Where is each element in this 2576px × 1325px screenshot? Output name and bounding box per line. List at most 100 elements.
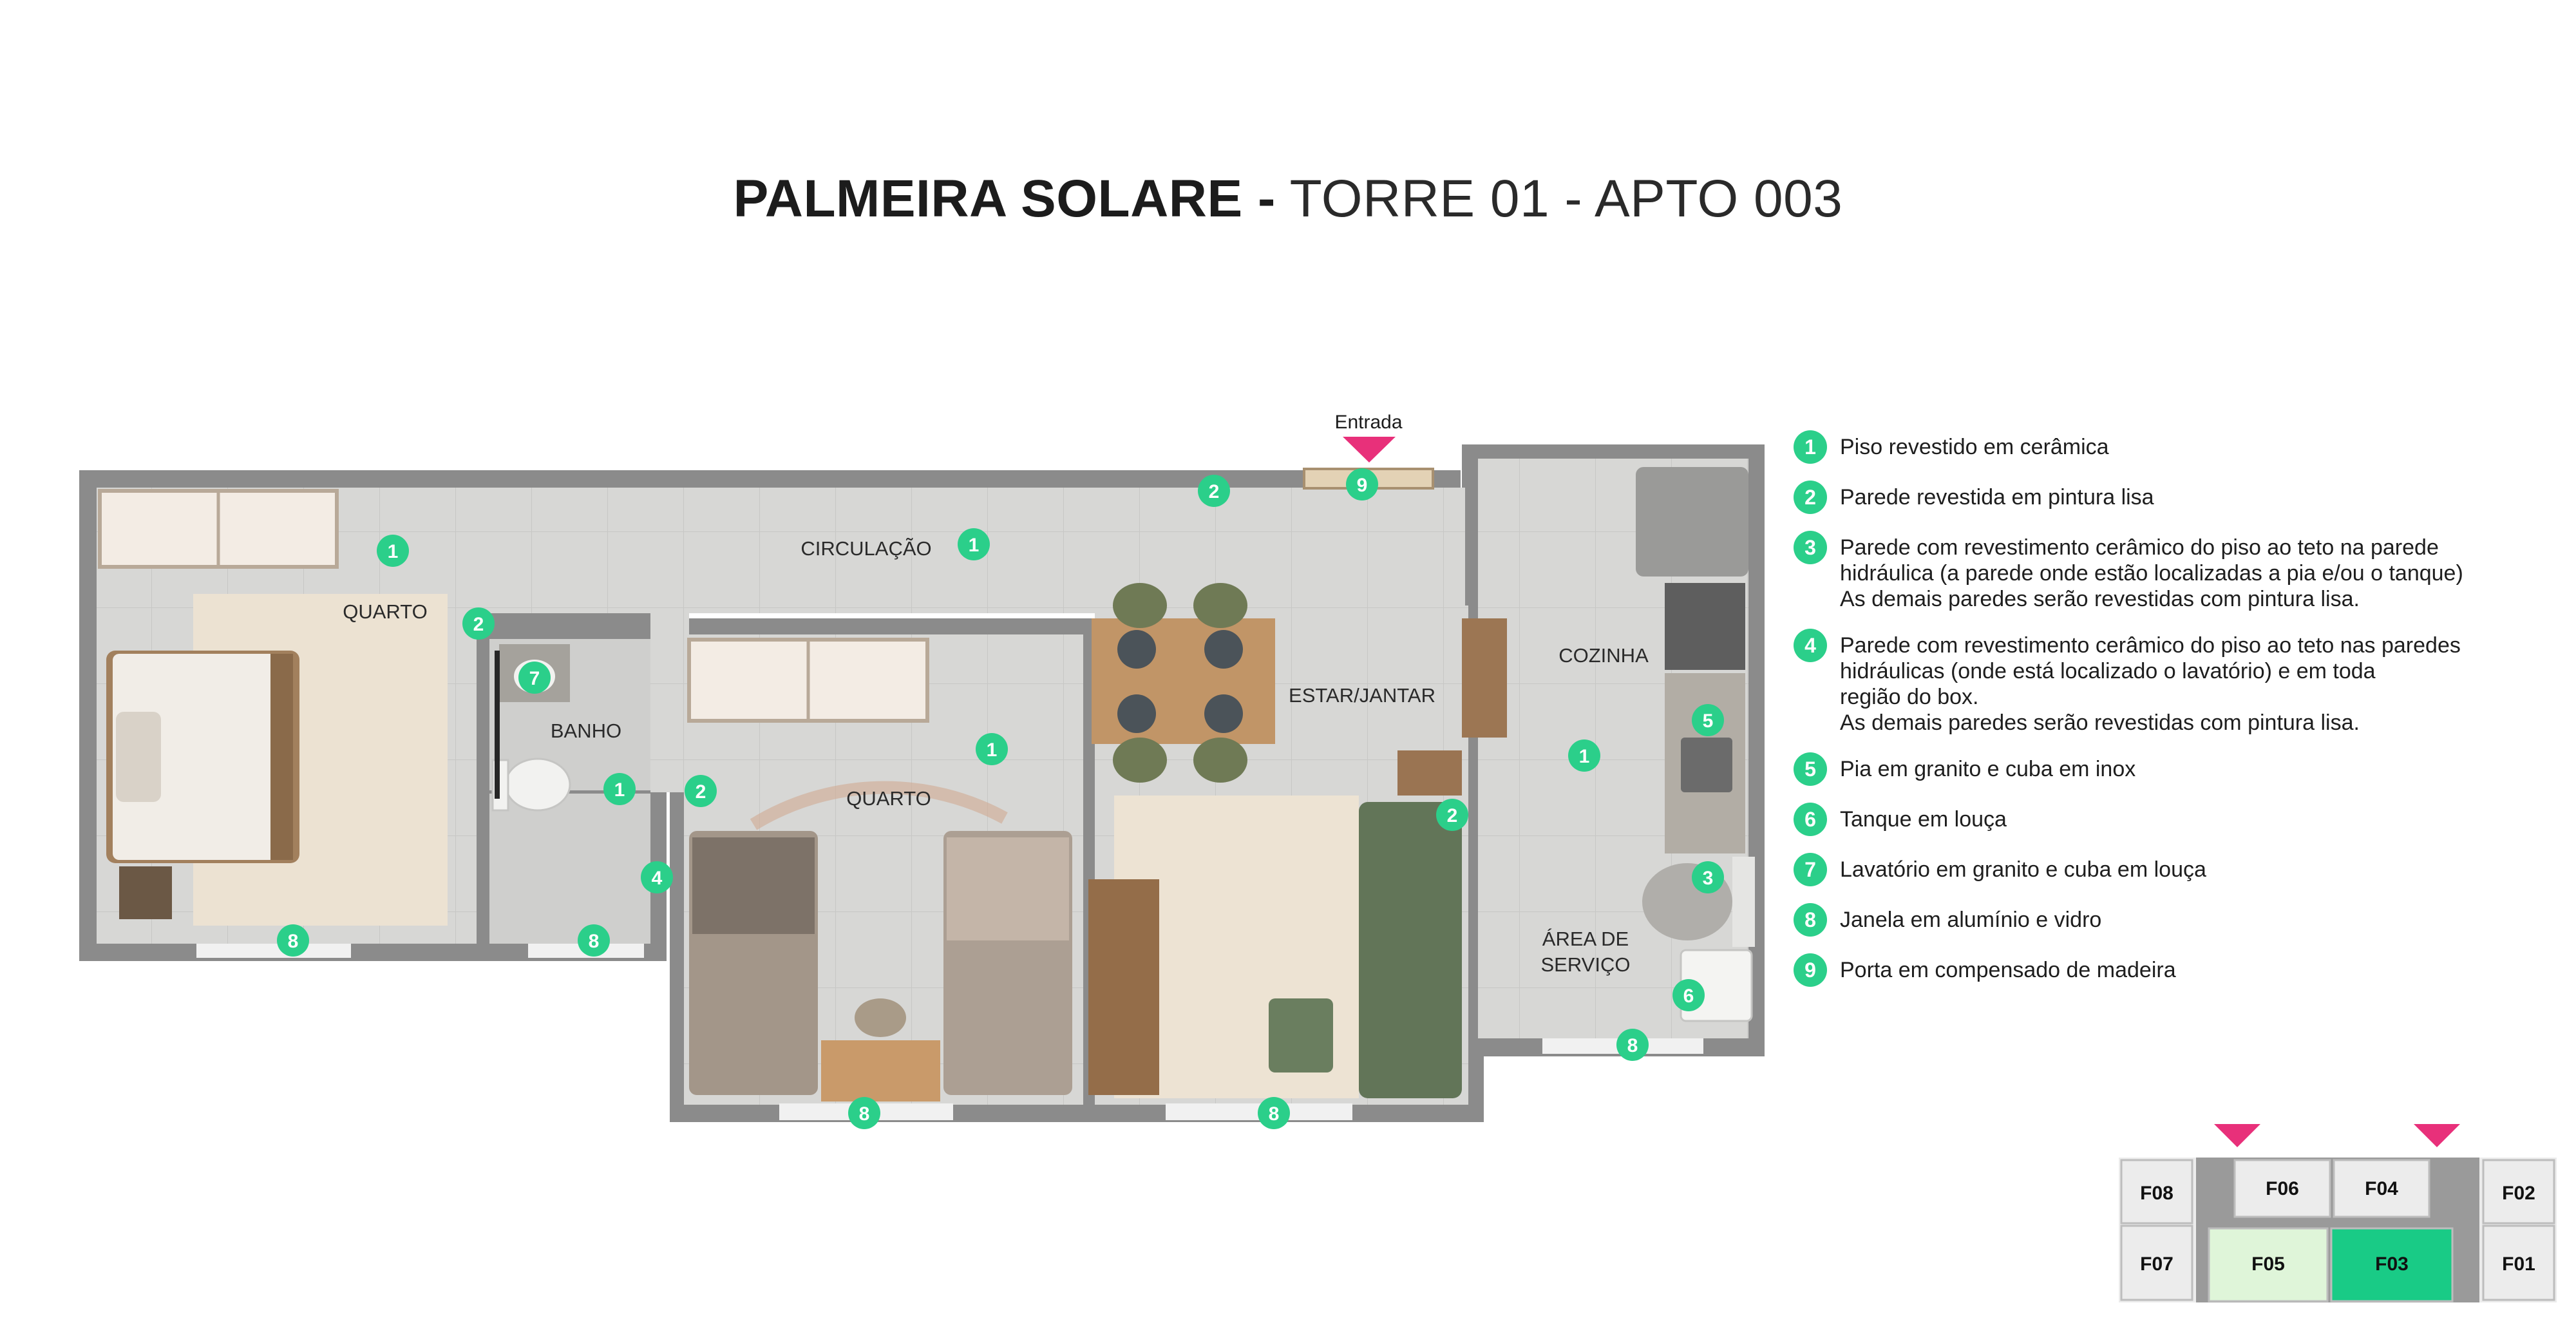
marker-1-quarto-2: 1 [976,733,1008,765]
room-label-cozinha: COZINHA [1558,644,1649,667]
room-label-quarto-2: QUARTO [846,787,931,810]
svg-text:1: 1 [614,779,625,801]
marker-2-circulacao: 2 [1198,475,1230,507]
keyplan-unit-f02: F02 [2482,1159,2555,1225]
svg-text:8: 8 [589,931,600,952]
keyplan-unit-f06: F06 [2233,1159,2331,1218]
svg-text:F04: F04 [2365,1178,2398,1199]
legend-number-badge: 9 [1794,953,1827,987]
keyplan-unit-f07: F07 [2120,1225,2193,1301]
key-plan: F08 F07 F06 F05 F04 F03 F02 F01 [2119,1124,2557,1302]
room-label-banho: BANHO [551,720,621,742]
keyplan-unit-f08: F08 [2120,1159,2193,1225]
entrance-arrow-icon [1343,437,1396,462]
legend-text: Lavatório em granito e cuba em louça [1840,857,2206,882]
marker-2-estar: 2 [1436,799,1468,831]
room-label-area-servico-line1: ÁREA DE [1542,928,1629,950]
legend-number-badge: 2 [1794,481,1827,514]
marker-8-quarto: 8 [277,924,309,957]
legend-text: Parede com revestimento cerâmico do piso… [1840,535,2463,611]
legend-text: Parede revestida em pintura lisa [1840,485,2154,510]
legend-number-badge: 8 [1794,903,1827,937]
keyplan-entrance-arrow-right-icon [2414,1124,2460,1147]
svg-text:2: 2 [473,614,484,635]
keyplan-entrance-arrow-left-icon [2214,1124,2260,1147]
legend-text: Parede com revestimento cerâmico do piso… [1840,633,2461,735]
svg-text:2: 2 [1209,481,1220,502]
legend-number-badge: 6 [1794,803,1827,836]
dining-set [1092,583,1275,783]
svg-text:F06: F06 [2266,1178,2299,1199]
marker-8-quarto-2: 8 [848,1097,880,1129]
marker-7-banho: 7 [518,662,551,694]
legend-text: Pia em granito e cuba em inox [1840,757,2136,781]
svg-text:F05: F05 [2251,1254,2285,1275]
svg-text:1: 1 [1579,746,1590,767]
plan-markers: 1 1 1 1 1 2 2 2 2 3 4 5 6 7 8 8 8 8 8 9 [277,468,1724,1129]
marker-4-banho: 4 [641,861,673,893]
floor-plan: Entrada QUARTO BANHO CIRCULAÇÃO QUARTO E… [79,412,1765,1129]
svg-text:2: 2 [696,781,706,803]
legend-text: Porta em compensado de madeira [1840,958,2176,982]
entrance-label: Entrada [1334,412,1402,433]
svg-text:8: 8 [1269,1103,1280,1125]
wardrobe-1 [98,489,339,569]
legend-text: Janela em alumínio e vidro [1840,908,2102,932]
svg-text:F03: F03 [2375,1254,2409,1275]
legend-text: Tanque em louça [1840,807,2007,832]
legend-item: 5 Pia em granito e cuba em inox [1794,752,2566,786]
svg-text:7: 7 [529,668,540,689]
svg-text:8: 8 [859,1103,870,1125]
marker-9-entrada: 9 [1346,468,1378,500]
marker-8-servico: 8 [1616,1029,1649,1061]
svg-text:3: 3 [1703,868,1714,889]
room-label-circulacao: CIRCULAÇÃO [800,537,931,560]
room-label-quarto-1: QUARTO [343,600,428,623]
marker-1-banho: 1 [603,773,636,805]
legend-item: 3 Parede com revestimento cerâmico do pis… [1794,531,2566,612]
single-beds [689,781,1072,1101]
svg-text:F08: F08 [2140,1183,2174,1204]
page-title: PALMEIRA SOLARE - TORRE 01 - APTO 003 [0,169,2576,229]
marker-8-estar: 8 [1258,1097,1290,1129]
keyplan-unit-f04: F04 [2333,1159,2430,1218]
svg-text:6: 6 [1683,986,1694,1007]
bed-double [106,594,448,926]
svg-text:2: 2 [1447,805,1458,826]
svg-text:8: 8 [1627,1035,1638,1056]
kitchen-fixtures [1462,467,1755,1022]
room-label-area-servico-line2: SERVIÇO [1541,953,1631,976]
living-furniture [1088,750,1462,1098]
title-unit: TORRE 01 - APTO 003 [1289,169,1843,228]
marker-2-quarto: 2 [462,607,495,640]
keyplan-unit-f01: F01 [2482,1225,2555,1301]
svg-text:F01: F01 [2502,1254,2535,1275]
keyplan-unit-f05: F05 [2208,1227,2329,1302]
legend-number-badge: 3 [1794,531,1827,564]
marker-6-servico: 6 [1672,979,1705,1011]
svg-text:1: 1 [969,535,980,556]
svg-text:1: 1 [388,541,399,562]
svg-text:8: 8 [288,931,299,952]
legend-item: 9 Porta em compensado de madeira [1794,953,2566,987]
marker-1-quarto: 1 [377,535,409,567]
svg-text:F02: F02 [2502,1183,2535,1204]
svg-text:1: 1 [987,739,998,761]
legend-number-badge: 5 [1794,752,1827,786]
marker-1-circulacao: 1 [958,528,990,560]
legend-item: 8 Janela em alumínio e vidro [1794,903,2566,937]
svg-text:4: 4 [652,868,663,889]
legend-text: Piso revestido em cerâmica [1840,435,2109,459]
title-project-name: PALMEIRA SOLARE - [733,169,1276,228]
legend-item: 2 Parede revestida em pintura lisa [1794,481,2566,514]
marker-3-servico: 3 [1692,861,1724,893]
legend-number-badge: 4 [1794,629,1827,662]
room-label-estar-jantar: ESTAR/JANTAR [1289,684,1435,707]
wardrobe-2 [687,638,929,723]
marker-5-cozinha: 5 [1692,704,1724,736]
legend-item: 6 Tanque em louça [1794,803,2566,836]
marker-2-quarto-2: 2 [685,775,717,807]
